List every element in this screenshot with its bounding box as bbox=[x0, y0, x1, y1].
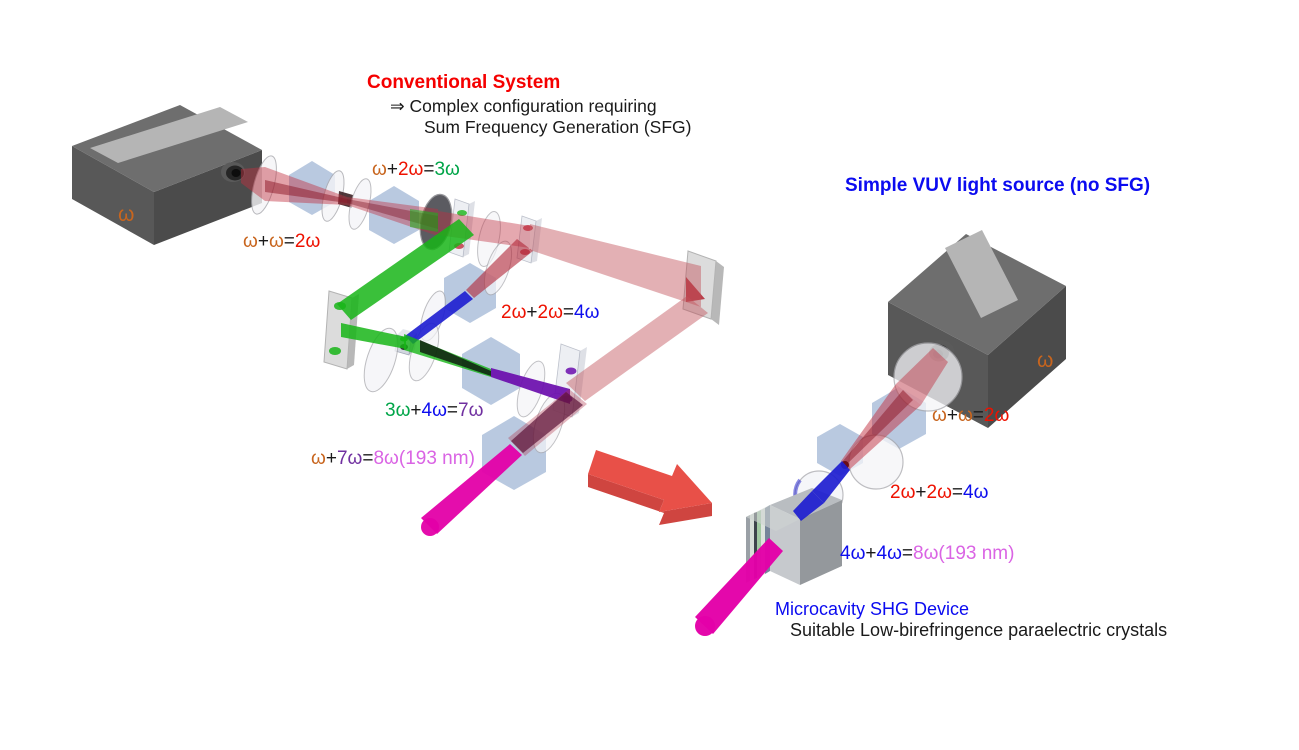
microcavity-device-note: Suitable Low-birefringence paraelectric … bbox=[790, 620, 1168, 640]
conventional-subtitle-2: Sum Frequency Generation (SFG) bbox=[424, 117, 692, 137]
label-formula-8w-right: 4ω+4ω=8ω(193 nm) bbox=[840, 543, 1015, 564]
beam-combined-3w-4w bbox=[404, 334, 491, 377]
simple-title: Simple VUV light source (no SFG) bbox=[845, 175, 1151, 196]
beam-output-8w-right bbox=[695, 538, 783, 636]
left-laser-box bbox=[72, 105, 262, 245]
beam-combined-w-7w bbox=[508, 389, 587, 456]
beam-blue-4w-right bbox=[793, 461, 850, 521]
microcavity-device-label: Microcavity SHG Device bbox=[775, 599, 970, 619]
label-formula-2w-right: ω+ω=2ω bbox=[932, 405, 1010, 426]
beam-green-generated bbox=[410, 209, 438, 232]
beam-green-3w bbox=[337, 219, 474, 349]
beam-blue-4w bbox=[405, 291, 473, 344]
crystal-sfg-3w bbox=[369, 186, 419, 244]
beam-fundamental-red-right bbox=[841, 348, 948, 470]
label-omega-left: ω bbox=[118, 203, 135, 226]
beam-output-8w-left bbox=[421, 444, 522, 536]
laser-top-stripe-right bbox=[945, 230, 1018, 318]
label-omega-right: ω bbox=[1037, 349, 1054, 372]
beam-purple-7w bbox=[491, 368, 570, 404]
label-formula-2w-left: ω+ω=2ω bbox=[243, 231, 321, 252]
label-formula-4w-left: 2ω+2ω=4ω bbox=[501, 302, 600, 323]
beam-fundamental-red bbox=[241, 167, 708, 401]
conventional-title: Conventional System bbox=[367, 72, 561, 93]
label-formula-4w-right: 2ω+2ω=4ω bbox=[890, 482, 989, 503]
label-formula-3w: ω+2ω=3ω bbox=[372, 159, 460, 180]
mirror-red bbox=[682, 250, 724, 325]
transition-arrow-icon bbox=[588, 450, 712, 525]
lens-array-left bbox=[251, 155, 566, 454]
beam-red-branch bbox=[466, 239, 533, 298]
label-formula-7w: 3ω+4ω=7ω bbox=[385, 400, 484, 421]
laser-top-stripe bbox=[90, 107, 248, 163]
conventional-subtitle-1: ⇒ Complex configuration requiring bbox=[390, 96, 657, 116]
label-formula-8w-left: ω+7ω=8ω(193 nm) bbox=[311, 448, 475, 469]
